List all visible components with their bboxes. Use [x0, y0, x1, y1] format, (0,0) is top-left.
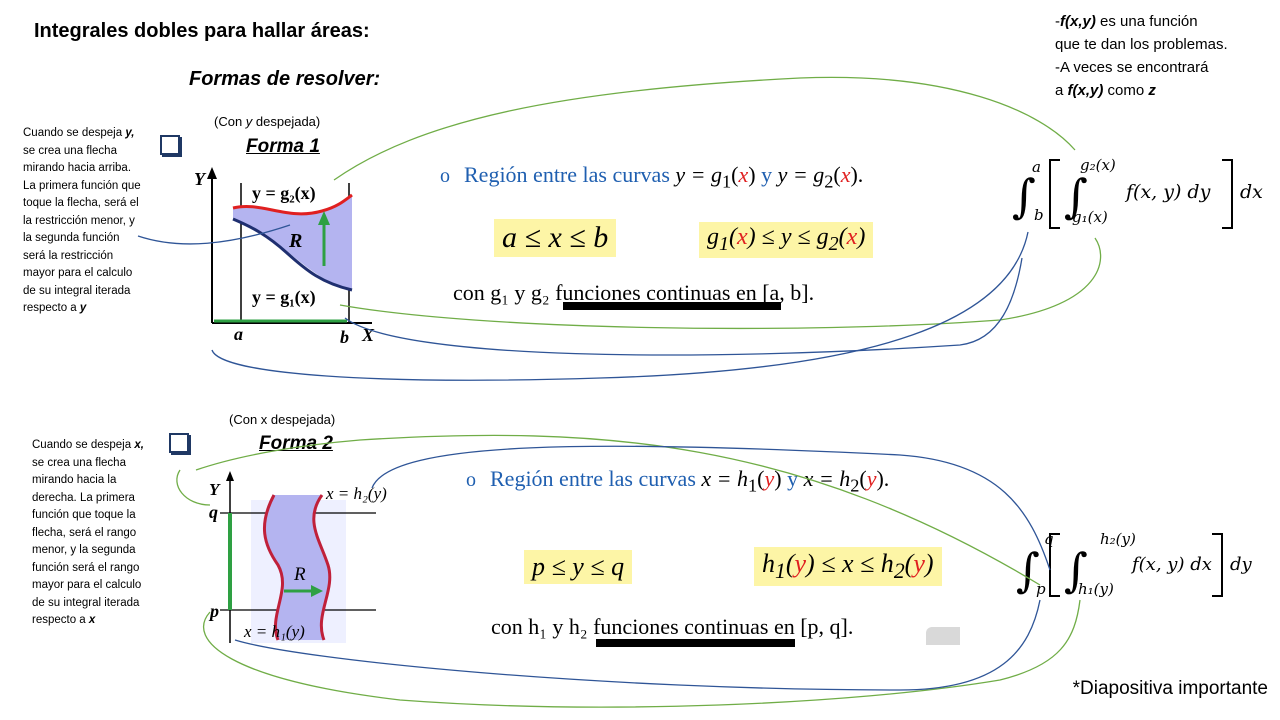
- q-label: q: [209, 502, 218, 522]
- forma2-graph: Y q p R x = h₂(y) x = h₁(y): [196, 465, 398, 643]
- svg-text:h₁(y): h₁(y): [1078, 580, 1114, 598]
- svg-text:dx: dx: [1240, 181, 1263, 203]
- svg-text:a: a: [1032, 158, 1041, 176]
- svg-text:g₁(x): g₁(x): [1072, 208, 1108, 226]
- svg-text:f(x, y) dx: f(x, y) dx: [1130, 554, 1212, 575]
- function-note: -f(x,y) es una función que te dan los pr…: [1055, 13, 1228, 99]
- y-label: Y: [209, 480, 221, 499]
- region-label: R: [288, 230, 302, 252]
- forma1-integral: ∫ a b ∫ g₂(x) g₁(x) f(x, y) dy dx: [1012, 156, 1263, 229]
- forma1-y-range: g1(x) ≤ y ≤ g2(x): [699, 222, 874, 258]
- svg-text:p: p: [1036, 580, 1046, 598]
- underline-bar: [563, 302, 781, 310]
- forma1-label: Forma 1: [246, 136, 320, 157]
- forma2-continuity: con h₁ y h₂ funciones continuas en [p, q…: [491, 614, 854, 639]
- curve-g2: [232, 193, 353, 216]
- page-subtitle: Formas de resolver:: [189, 68, 381, 90]
- forma1-x-range: a ≤ x ≤ b: [494, 219, 617, 257]
- forma2-label: Forma 2: [259, 433, 333, 454]
- forma2-explanation: Cuando se despeja x, se crea una flecha …: [32, 439, 144, 626]
- forma1-explanation: Cuando se despeja y, se crea una flecha …: [23, 127, 141, 314]
- checkbox-bullet-icon: [169, 433, 189, 453]
- p-label: p: [208, 601, 219, 621]
- y-axis-arrow-icon: [207, 167, 217, 179]
- page-title: Integrales dobles para hallar áreas:: [34, 20, 370, 42]
- svg-text:∫: ∫: [1064, 169, 1088, 223]
- bullet-icon: o: [440, 165, 450, 187]
- svg-text:∫: ∫: [1064, 543, 1088, 597]
- bullet-icon: o: [466, 469, 476, 491]
- forma2-caption: (Con x despejada): [229, 412, 336, 427]
- svg-text:g₂(x): g₂(x): [1080, 156, 1116, 174]
- svg-text:q: q: [1044, 530, 1054, 548]
- y-label: Y: [194, 169, 207, 189]
- h2-label: x = h₂(y): [325, 484, 387, 503]
- forma1-graph: Y X a b R y = g₂(x) y = g₁(x): [192, 163, 382, 348]
- forma2-y-range: p ≤ y ≤ q: [524, 550, 633, 584]
- forma2-integral: ∫ q p ∫ h₂(y) h₁(y) f(x, y) dx dy: [1016, 530, 1253, 598]
- x-label: X: [361, 325, 375, 345]
- underline-bar: [596, 639, 795, 647]
- g2-label: y = g₂(x): [252, 183, 316, 204]
- svg-text:∫: ∫: [1012, 169, 1036, 223]
- region-label: R: [293, 564, 306, 585]
- checkbox-bullet-icon: [160, 135, 180, 155]
- svg-text:b: b: [1034, 206, 1044, 224]
- slide-control-icon[interactable]: [926, 627, 960, 645]
- g1-label: y = g₁(x): [252, 287, 316, 308]
- svg-text:f(x, y) dy: f(x, y) dy: [1124, 181, 1211, 203]
- forma2-x-range: h1(y) ≤ x ≤ h2(y): [754, 547, 942, 587]
- forma1-caption: (Con y despejada): [214, 114, 321, 129]
- svg-text:dy: dy: [1230, 554, 1253, 575]
- svg-text:h₂(y): h₂(y): [1100, 530, 1136, 548]
- a-label: a: [234, 324, 243, 344]
- important-note: *Diapositiva importante: [1072, 678, 1268, 699]
- b-label: b: [340, 327, 349, 347]
- h1-label: x = h₁(y): [243, 622, 305, 641]
